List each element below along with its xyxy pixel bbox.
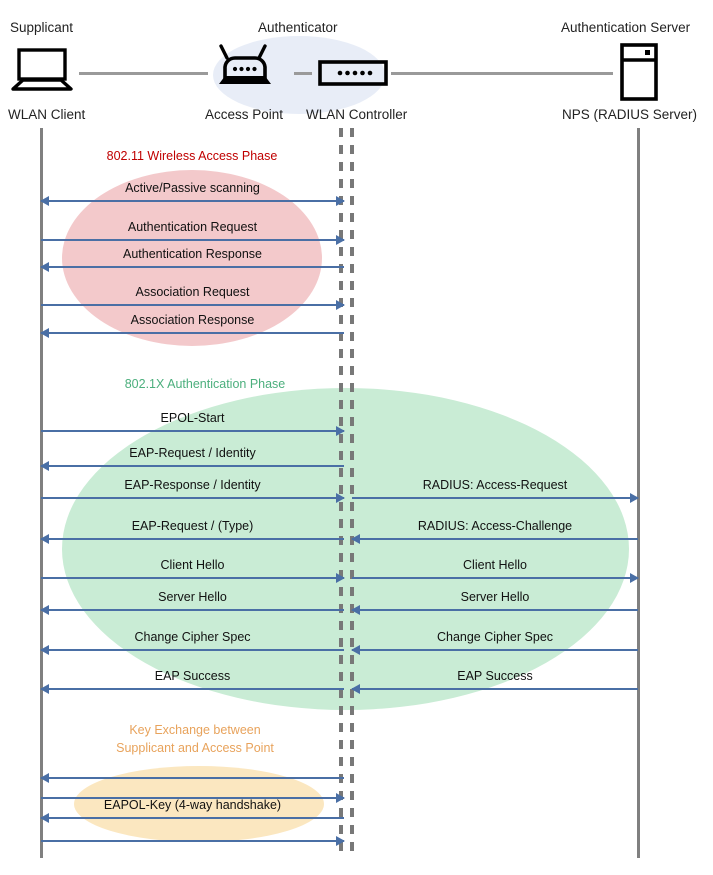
message-label: Change Cipher Spec xyxy=(134,630,251,644)
message-arrow xyxy=(352,688,638,690)
arrow-head-icon xyxy=(40,773,49,783)
actor-device-wlan-controller: WLAN Controller xyxy=(306,107,408,122)
message-label: Server Hello xyxy=(158,590,227,604)
message-label: EAP-Request / (Type) xyxy=(131,519,254,533)
server-rack-icon xyxy=(619,43,659,101)
phase-802-11-ellipse xyxy=(62,170,322,346)
arrow-head-icon xyxy=(336,235,345,245)
message-label: Active/Passive scanning xyxy=(125,181,260,195)
message-arrow xyxy=(41,304,344,306)
laptop-icon xyxy=(10,48,74,92)
message-arrow xyxy=(41,817,344,819)
arrow-head-icon xyxy=(40,196,49,206)
message-arrow xyxy=(41,538,344,540)
message-label: Change Cipher Spec xyxy=(436,630,554,644)
message-label: Association Response xyxy=(130,313,255,327)
message-arrow xyxy=(41,688,344,690)
phase-caption-key-exchange: Key Exchange between Supplicant and Acce… xyxy=(116,723,274,755)
actor-device-access-point: Access Point xyxy=(205,107,284,122)
message-arrow xyxy=(352,497,638,499)
phase-caption-802-1x: 802.1X Authentication Phase xyxy=(124,377,286,391)
actor-device-nps-radius-server: NPS (RADIUS Server) xyxy=(562,107,698,122)
arrow-head-icon xyxy=(40,262,49,272)
message-label: Association Request xyxy=(135,285,250,299)
arrow-head-icon xyxy=(351,605,360,615)
message-label: Authentication Response xyxy=(123,247,262,261)
wire-controller-to-server xyxy=(391,72,613,75)
arrow-head-icon xyxy=(630,573,639,583)
message-label: EAP-Request / Identity xyxy=(129,446,256,460)
actor-role-supplicant: Supplicant xyxy=(10,20,74,35)
message-arrow xyxy=(352,577,638,579)
arrow-head-icon xyxy=(336,196,345,206)
message-label: Authentication Request xyxy=(127,220,258,234)
wire-client-to-ap xyxy=(79,72,208,75)
phase-802-1x-ellipse xyxy=(62,388,629,710)
arrow-head-icon xyxy=(40,328,49,338)
authenticator-halo xyxy=(213,36,385,114)
wireless-access-point-icon xyxy=(216,44,278,94)
message-label: EAP-Response / Identity xyxy=(124,478,261,492)
message-arrow xyxy=(41,609,344,611)
arrow-head-icon xyxy=(351,534,360,544)
message-arrow xyxy=(41,797,344,799)
actor-role-authentication-server: Authentication Server xyxy=(561,20,691,35)
message-arrow xyxy=(41,430,344,432)
message-arrow xyxy=(41,332,344,334)
actor-device-wlan-client: WLAN Client xyxy=(8,107,86,122)
message-arrow xyxy=(352,538,638,540)
phase-caption-802-11: 802.11 Wireless Access Phase xyxy=(106,149,278,163)
arrow-head-icon xyxy=(351,645,360,655)
arrow-head-icon xyxy=(630,493,639,503)
message-label: EAP Success xyxy=(154,669,231,683)
arrow-head-icon xyxy=(40,813,49,823)
arrow-head-icon xyxy=(40,605,49,615)
message-label: EAP Success xyxy=(457,669,533,683)
message-arrow xyxy=(352,649,638,651)
arrow-head-icon xyxy=(336,426,345,436)
wire-ap-to-controller xyxy=(294,72,312,75)
lifeline-supplicant xyxy=(40,128,43,858)
message-arrow xyxy=(41,840,344,842)
arrow-head-icon xyxy=(336,300,345,310)
message-arrow xyxy=(352,609,638,611)
message-arrow xyxy=(41,266,344,268)
arrow-head-icon xyxy=(40,461,49,471)
network-switch-icon xyxy=(318,59,388,87)
actor-role-authenticator: Authenticator xyxy=(258,20,338,35)
message-label: RADIUS: Access-Request xyxy=(422,478,568,492)
message-arrow xyxy=(41,239,344,241)
message-arrow xyxy=(41,649,344,651)
message-label: RADIUS: Access-Challenge xyxy=(417,519,573,533)
arrow-head-icon xyxy=(336,493,345,503)
message-label: EPOL-Start xyxy=(160,411,225,425)
message-label: Client Hello xyxy=(463,558,527,572)
message-arrow xyxy=(41,577,344,579)
message-arrow xyxy=(41,497,344,499)
message-arrow xyxy=(41,465,344,467)
message-label: Client Hello xyxy=(160,558,225,572)
message-arrow xyxy=(41,777,344,779)
arrow-head-icon xyxy=(336,573,345,583)
arrow-head-icon xyxy=(40,684,49,694)
message-label: EAPOL-Key (4-way handshake) xyxy=(103,798,282,812)
arrow-head-icon xyxy=(40,534,49,544)
message-arrow xyxy=(41,200,344,202)
arrow-head-icon xyxy=(351,684,360,694)
arrow-head-icon xyxy=(336,793,345,803)
lifeline-wlan-controller xyxy=(350,128,354,858)
arrow-head-icon xyxy=(336,836,345,846)
message-label: Server Hello xyxy=(460,590,530,604)
arrow-head-icon xyxy=(40,645,49,655)
